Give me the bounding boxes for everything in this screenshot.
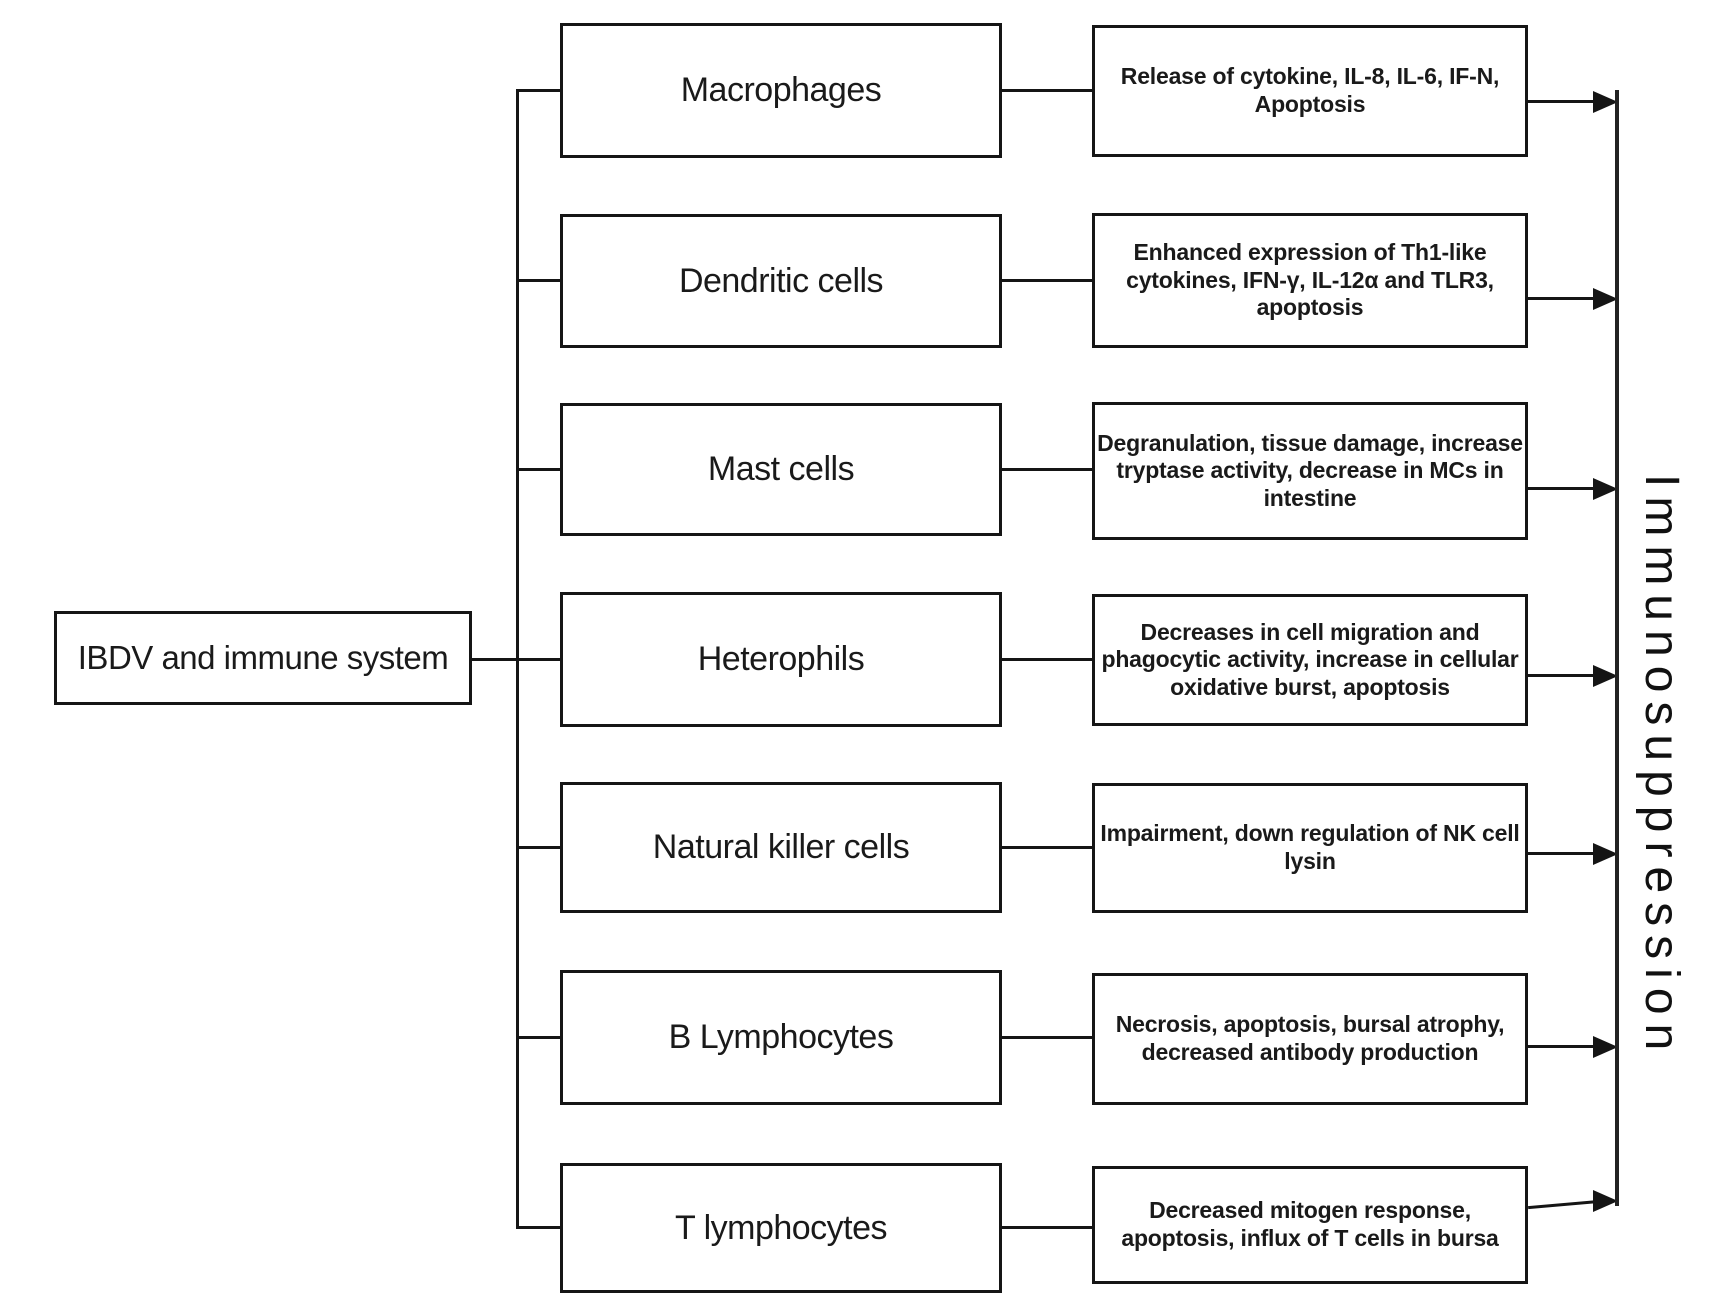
cell-box-macrophages: Macrophages [560,23,1002,158]
connector-line [1002,846,1092,849]
arrow-line [1528,100,1596,103]
arrow-line [1528,1199,1600,1210]
arrowhead-icon [1593,478,1618,500]
cell-box-heterophils: Heterophils [560,592,1002,727]
arrowhead-icon [1593,1036,1618,1058]
cell-box-mast-cells: Mast cells [560,403,1002,536]
arrow-line [1528,487,1596,490]
stub-line-t-lymphocytes [517,1226,560,1229]
connector-line [1002,1036,1092,1039]
trunk-line [516,89,519,1229]
outcome-label: Immunosuppression [1635,474,1688,1060]
connector-line [1002,658,1092,661]
arrowhead-icon [1593,665,1618,687]
connector-line [1002,468,1092,471]
effect-box-b-lymphocytes: Necrosis, apoptosis, bursal atrophy, dec… [1092,973,1528,1105]
arrow-line [1528,297,1596,300]
cell-box-b-lymphocytes: B Lymphocytes [560,970,1002,1105]
effect-box-t-lymphocytes: Decreased mitogen response, apoptosis, i… [1092,1166,1528,1284]
arrowhead-icon [1593,91,1618,113]
effect-box-natural-killer-cells: Impairment, down regulation of NK cell l… [1092,783,1528,913]
arrowhead-icon [1593,1190,1618,1212]
connector-line [1002,279,1092,282]
arrow-line [1528,674,1596,677]
stub-line-mast-cells [517,468,560,471]
stub-line-macrophages [517,89,560,92]
effect-box-macrophages: Release of cytokine, IL-8, IL-6, IF-N, A… [1092,25,1528,157]
outcome-line [1615,90,1619,1206]
stub-line-b-lymphocytes [517,1036,560,1039]
stub-line-natural-killer-cells [517,846,560,849]
effect-box-dendritic-cells: Enhanced expression of Th1-like cytokine… [1092,213,1528,348]
root-box-ibdv: IBDV and immune system [54,611,472,705]
cell-box-natural-killer-cells: Natural killer cells [560,782,1002,913]
effect-box-heterophils: Decreases in cell migration and phagocyt… [1092,594,1528,726]
connector-line [1002,1226,1092,1229]
effect-box-mast-cells: Degranulation, tissue damage, increase t… [1092,402,1528,540]
stub-line-dendritic-cells [517,279,560,282]
cell-box-dendritic-cells: Dendritic cells [560,214,1002,348]
arrow-line [1528,1045,1596,1048]
cell-box-t-lymphocytes: T lymphocytes [560,1163,1002,1293]
arrowhead-icon [1593,843,1618,865]
connector-line [1002,89,1092,92]
arrowhead-icon [1593,288,1618,310]
arrow-line [1528,852,1596,855]
